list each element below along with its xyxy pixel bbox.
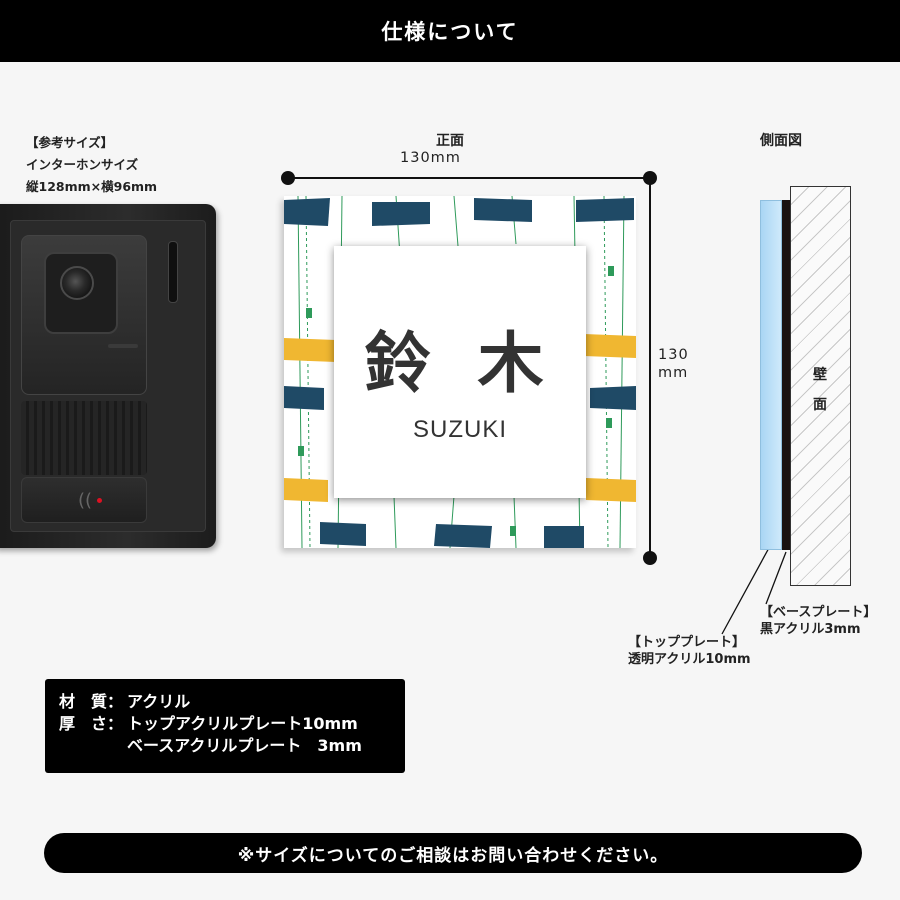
base-plate-heading: 【ベースプレート】	[760, 605, 877, 620]
front-view-title: 正面	[436, 133, 464, 149]
spec-box: 材 質： アクリル 厚 さ： トップアクリルプレート10mm ベースアクリルプレ…	[45, 679, 405, 773]
reference-dimensions: 縦128mm×横96mm	[26, 179, 158, 194]
camera-lens-frame	[44, 252, 118, 334]
nameplate-white-panel: 鈴 木 SUZUKI	[334, 246, 586, 498]
nameplate-romaji: SUZUKI	[412, 416, 507, 443]
top-plate-section	[760, 200, 782, 550]
front-height-unit: mm	[658, 365, 689, 381]
wall-section	[790, 186, 851, 586]
top-plate-spec: 透明アクリル10mm	[628, 652, 751, 667]
bell-icon: ((	[77, 490, 93, 511]
front-height-value: 130	[658, 347, 689, 363]
top-plate-heading: 【トッププレート】	[628, 635, 746, 650]
intercom-face: ((	[10, 220, 206, 532]
spec-thickness-value-1: トップアクリルプレート10mm	[127, 714, 358, 733]
wall-label-char-1: 壁	[813, 367, 827, 383]
nameplate-front-view: 鈴 木 SUZUKI	[284, 196, 636, 548]
spec-thickness-key: 厚 さ：	[59, 714, 124, 733]
reference-size-info: 【参考サイズ】 インターホンサイズ 縦128mm×横96mm	[26, 132, 157, 198]
plate-pattern	[284, 196, 636, 548]
spec-thickness-value-2: ベースアクリルプレート 3mm	[127, 736, 362, 755]
intercom-image: ((	[0, 204, 216, 548]
spec-material-value: アクリル	[127, 692, 191, 711]
page-title: 仕様について	[381, 20, 519, 44]
intercom-slot	[168, 241, 178, 303]
indicator-light	[97, 498, 102, 503]
base-plate-section	[782, 200, 790, 550]
intercom-camera-housing	[21, 235, 147, 395]
reference-item: インターホンサイズ	[26, 157, 139, 172]
wall-label: 壁 面	[810, 360, 830, 420]
nameplate-kanji: 鈴 木	[364, 324, 556, 402]
contact-note: ※サイズについてのご相談はお問い合わせください。	[237, 845, 669, 866]
side-view-title: 側面図	[760, 133, 802, 149]
spec-indent	[59, 735, 127, 757]
base-plate-spec: 黒アクリル3mm	[760, 622, 861, 637]
front-height-label: 130 mm	[658, 346, 689, 382]
spec-thickness-row: 厚 さ： トップアクリルプレート10mm	[59, 713, 391, 735]
spec-material-row: 材 質： アクリル	[59, 691, 391, 713]
call-button: ((	[21, 477, 147, 523]
page-header: 仕様について	[0, 0, 900, 62]
reference-heading: 【参考サイズ】	[26, 135, 114, 150]
wall-label-char-2: 面	[813, 397, 827, 413]
camera-light-strip	[108, 344, 138, 348]
base-plate-label: 【ベースプレート】 黒アクリル3mm	[760, 604, 876, 638]
front-width-label: 130mm	[400, 150, 461, 166]
contact-banner: ※サイズについてのご相談はお問い合わせください。	[44, 833, 862, 873]
top-plate-label: 【トッププレート】 透明アクリル10mm	[628, 634, 751, 668]
speaker-grille	[21, 401, 147, 475]
spec-thickness-row-2: ベースアクリルプレート 3mm	[59, 735, 391, 757]
camera-lens-icon	[60, 266, 94, 300]
spec-material-key: 材 質：	[59, 692, 124, 711]
